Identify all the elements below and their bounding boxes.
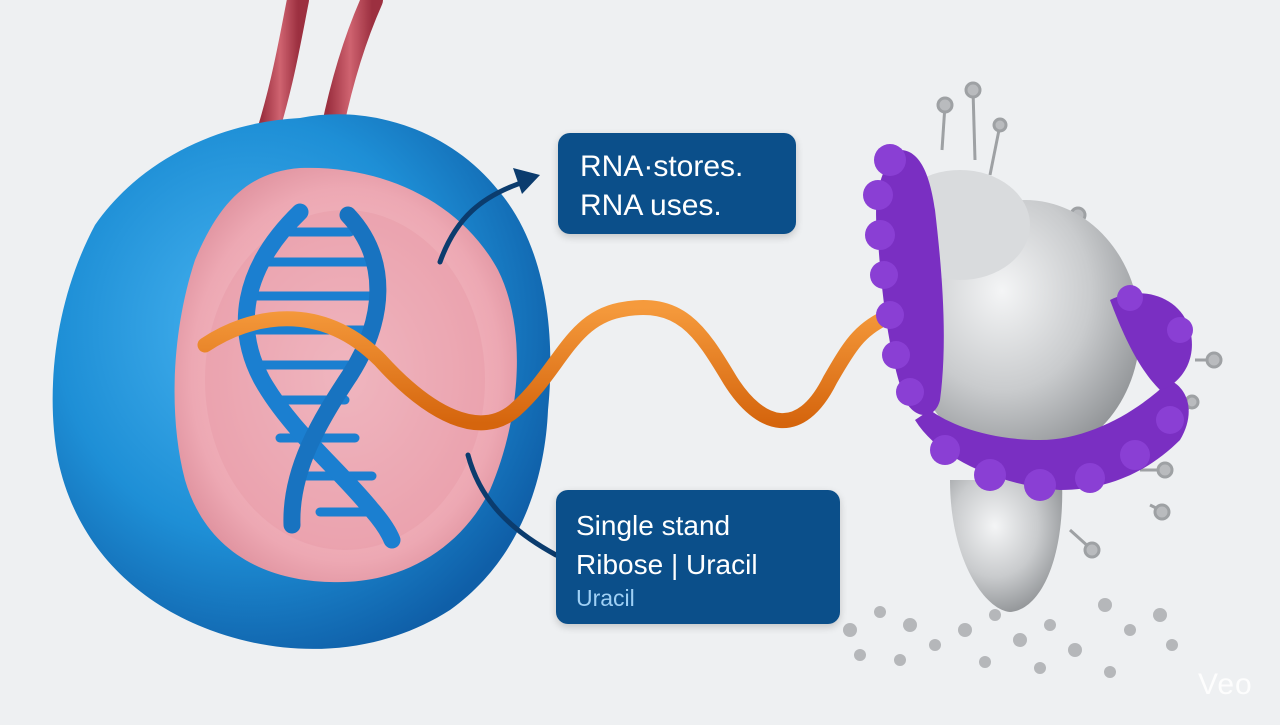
dna-backbone-right <box>283 206 387 534</box>
pointer-bottom <box>465 452 559 558</box>
pointer-top <box>437 177 533 265</box>
free-particles <box>843 598 1178 678</box>
callout-pointers <box>437 177 559 558</box>
dna-helix <box>237 203 401 549</box>
callout-rna-function: RNA·stores. RNA uses. <box>558 133 796 234</box>
callout-top-line2: RNA uses. <box>580 189 722 222</box>
watermark: Veo <box>1198 668 1253 701</box>
callout-rna-structure: Single stand Ribose | Uracil Uracil <box>556 490 840 624</box>
ribosome <box>843 81 1223 678</box>
protein-bumps <box>863 144 1193 501</box>
callout-bottom-line3: Uracil <box>576 585 635 611</box>
callout-bottom-line1: Single stand <box>576 510 731 541</box>
callout-top-line1: RNA·stores. <box>580 150 744 183</box>
dna-backbone-left <box>237 203 401 549</box>
rna-strand <box>197 299 893 431</box>
protein-right-cluster <box>1110 293 1192 390</box>
ribosome-lower-lobe <box>950 480 1063 612</box>
callout-bottom-line2: Ribose | Uracil <box>576 549 758 580</box>
pointer-top-arrowhead <box>513 168 540 194</box>
